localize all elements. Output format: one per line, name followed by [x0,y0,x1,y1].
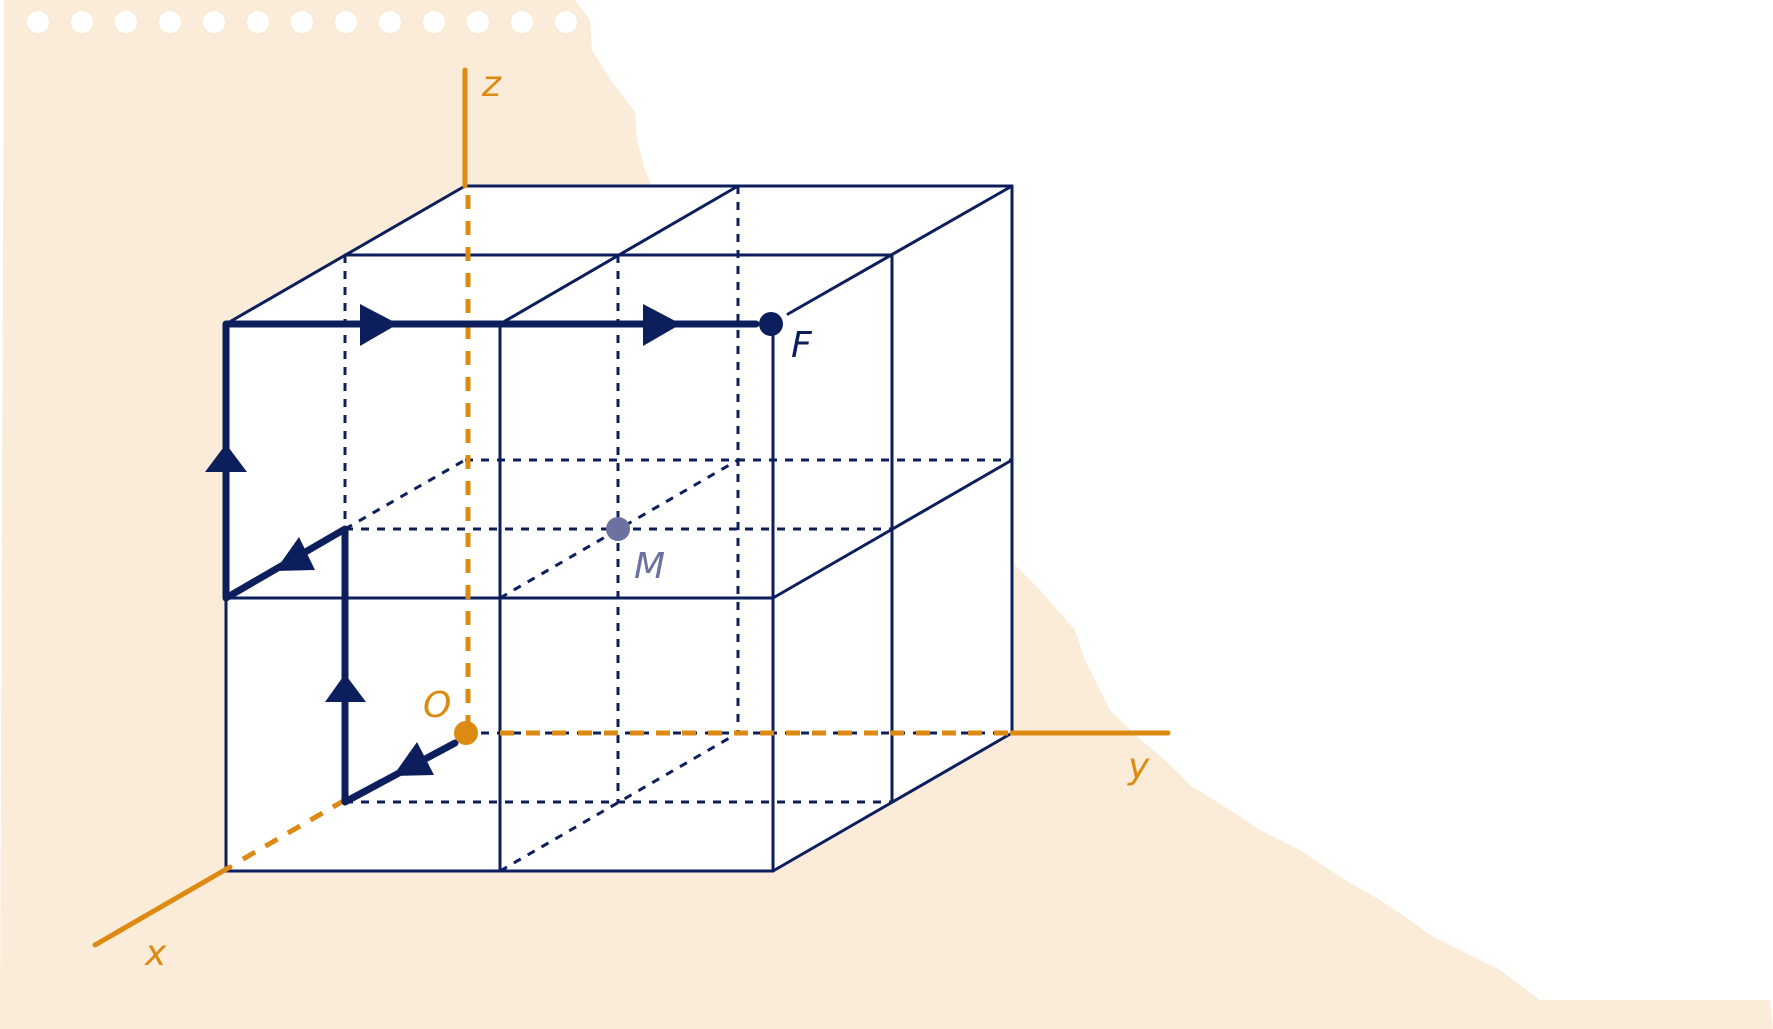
x-axis [92,864,233,948]
arrow-right-1 [360,304,398,346]
arrow-up-2 [325,674,366,702]
notebook-holes [27,11,577,33]
coordinate-axes [92,67,1171,948]
origin-marker [454,721,478,745]
arrow-down-left-2 [393,742,434,776]
label-z: z [481,64,502,105]
label-m: M [634,546,665,587]
arrow-down-left-1 [275,537,315,571]
label-origin: O [423,685,451,726]
point-m-marker [606,517,630,541]
label-f: F [791,325,813,366]
arrow-up-1 [205,444,247,472]
label-y: y [1127,746,1150,787]
highlighted-path [205,304,760,806]
label-x: x [144,933,167,974]
point-f-marker [759,312,783,336]
x-axis-hidden [236,797,347,865]
arrow-right-2 [643,304,681,346]
